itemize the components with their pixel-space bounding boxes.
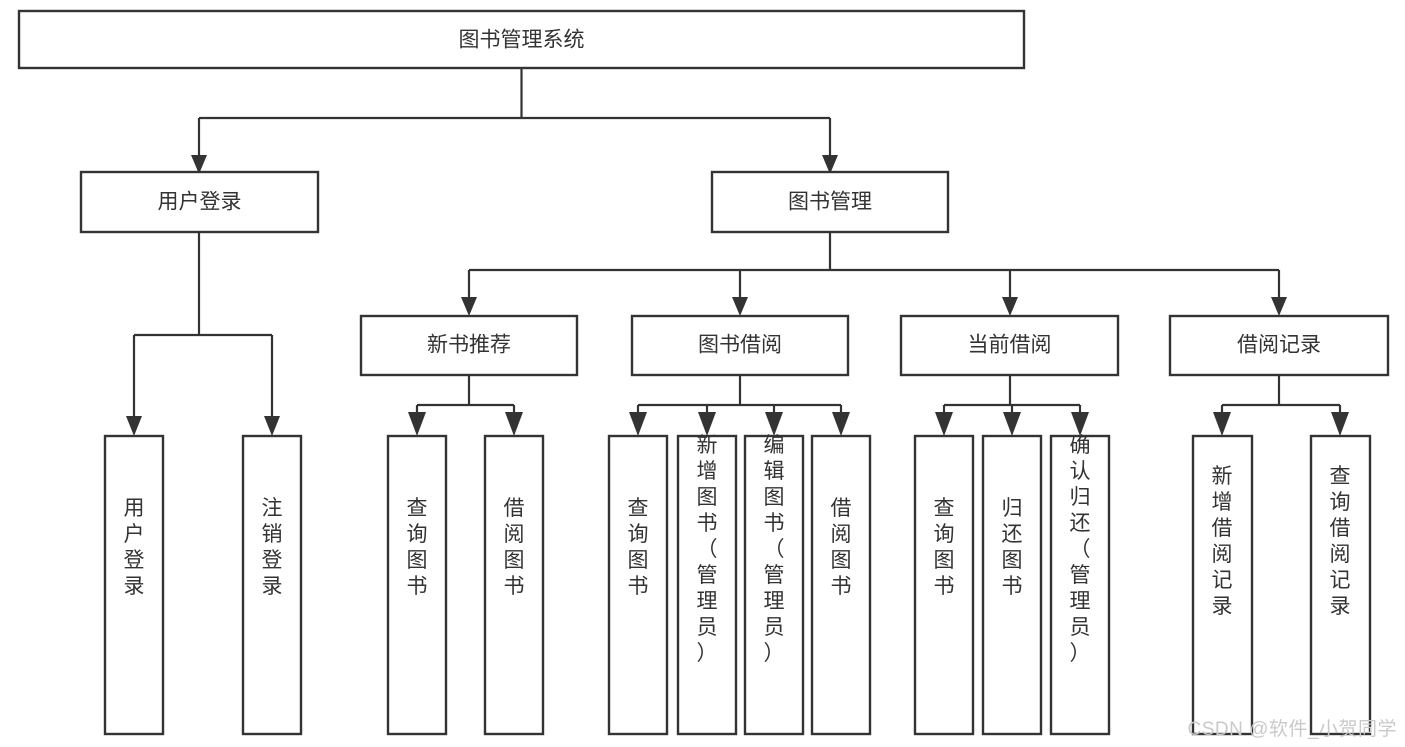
- node-leaf-edit-book[interactable]: 编辑图书（管理员）: [743, 434, 805, 736]
- arrow-head-leaf-add-record: [1213, 412, 1231, 436]
- arrow-head-leaf-return-book: [1003, 412, 1021, 436]
- node-leaf-query-book-2-box[interactable]: [607, 434, 669, 736]
- arrow-head-leaf-query-record: [1331, 412, 1349, 436]
- node-leaf-query-book-3[interactable]: 查询图书: [913, 434, 975, 736]
- node-book-manage-label: 图书管理: [788, 191, 872, 214]
- node-leaf-add-record-label: 新增借阅记录: [1212, 465, 1233, 618]
- arrow-head-book-manage: [822, 155, 838, 174]
- node-user-login-label: 用户登录: [158, 191, 242, 214]
- node-user-login[interactable]: 用户登录: [79, 170, 320, 234]
- arrow-head-leaf-borrow-book-2: [832, 412, 850, 436]
- node-leaf-logout-box[interactable]: [241, 434, 303, 736]
- node-borrow-record-box[interactable]: [1168, 314, 1390, 377]
- node-leaf-borrow-book-2[interactable]: 借阅图书: [810, 434, 872, 736]
- node-book-borrow[interactable]: 图书借阅: [630, 314, 850, 377]
- node-root-label: 图书管理系统: [459, 29, 585, 52]
- node-leaf-query-record-label: 查询借阅记录: [1330, 465, 1351, 618]
- node-leaf-query-record[interactable]: 查询借阅记录: [1309, 434, 1372, 736]
- node-new-book-rec-box[interactable]: [359, 314, 579, 377]
- node-leaf-query-book-2-label: 查询图书: [628, 497, 649, 598]
- node-book-manage[interactable]: 图书管理: [710, 170, 950, 234]
- arrow-head-leaf-edit-book: [765, 412, 783, 436]
- arrow-head-book-borrow: [732, 297, 748, 316]
- node-leaf-query-book-1-box[interactable]: [386, 434, 448, 736]
- arrow-head-leaf-user-login: [126, 416, 142, 436]
- node-leaf-return-book-label: 归还图书: [1002, 497, 1023, 598]
- node-book-borrow-box[interactable]: [630, 314, 850, 377]
- node-book-borrow-label: 图书借阅: [698, 334, 782, 357]
- node-book-manage-box[interactable]: [710, 170, 950, 234]
- node-user-login-box[interactable]: [79, 170, 320, 234]
- node-leaf-borrow-book-1-label: 借阅图书: [504, 497, 525, 598]
- node-leaf-query-book-3-label: 查询图书: [934, 497, 955, 598]
- arrow-head-leaf-logout: [264, 416, 280, 436]
- node-leaf-return-book-box[interactable]: [981, 434, 1043, 736]
- node-leaf-user-login-box[interactable]: [103, 434, 165, 736]
- arrow-head-current-borrow: [1002, 297, 1018, 316]
- node-leaf-borrow-book-2-label: 借阅图书: [831, 497, 852, 598]
- node-leaf-borrow-book-1-box[interactable]: [483, 434, 545, 736]
- node-leaf-query-record-box[interactable]: [1309, 434, 1372, 736]
- node-leaf-logout[interactable]: 注销登录: [241, 434, 303, 736]
- node-root-box[interactable]: [17, 9, 1026, 70]
- arrow-head-borrow-record: [1271, 297, 1287, 316]
- node-root[interactable]: 图书管理系统: [17, 9, 1026, 70]
- node-leaf-add-record[interactable]: 新增借阅记录: [1191, 434, 1254, 736]
- node-leaf-query-book-3-box[interactable]: [913, 434, 975, 736]
- node-leaf-borrow-book-1[interactable]: 借阅图书: [483, 434, 545, 736]
- node-leaf-query-book-2[interactable]: 查询图书: [607, 434, 669, 736]
- node-leaf-query-book-1[interactable]: 查询图书: [386, 434, 448, 736]
- node-new-book-rec[interactable]: 新书推荐: [359, 314, 579, 377]
- node-leaf-add-book-box[interactable]: [676, 434, 738, 736]
- node-leaf-query-book-1-label: 查询图书: [407, 497, 428, 598]
- arrow-head-leaf-borrow-book-1: [505, 412, 523, 436]
- node-leaf-confirm-return-label: 确认归还（管理员）: [1070, 434, 1091, 665]
- node-leaf-confirm-return[interactable]: 确认归还（管理员）: [1049, 434, 1111, 736]
- arrow-head-user-login: [191, 155, 207, 174]
- node-leaf-user-login[interactable]: 用户登录: [103, 434, 165, 736]
- node-leaf-edit-book-box[interactable]: [743, 434, 805, 736]
- arrow-head-leaf-confirm-return: [1071, 412, 1089, 436]
- node-borrow-record-label: 借阅记录: [1237, 334, 1321, 357]
- node-leaf-edit-book-label: 编辑图书（管理员）: [764, 434, 785, 665]
- node-leaf-user-login-label: 用户登录: [124, 497, 145, 598]
- node-leaf-confirm-return-box[interactable]: [1049, 434, 1111, 736]
- arrow-head-leaf-add-book: [698, 412, 716, 436]
- node-leaf-add-book[interactable]: 新增图书（管理员）: [676, 434, 738, 736]
- node-current-borrow[interactable]: 当前借阅: [899, 314, 1120, 377]
- node-leaf-return-book[interactable]: 归还图书: [981, 434, 1043, 736]
- node-borrow-record[interactable]: 借阅记录: [1168, 314, 1390, 377]
- arrow-head-leaf-query-book-1: [408, 412, 426, 436]
- node-current-borrow-label: 当前借阅: [968, 334, 1052, 357]
- node-leaf-add-record-box[interactable]: [1191, 434, 1254, 736]
- node-current-borrow-box[interactable]: [899, 314, 1120, 377]
- node-leaf-add-book-label: 新增图书（管理员）: [697, 434, 718, 665]
- arrow-head-leaf-query-book-2: [629, 412, 647, 436]
- node-leaf-logout-label: 注销登录: [262, 497, 283, 598]
- arrow-head-leaf-query-book-3: [935, 412, 953, 436]
- node-leaf-borrow-book-2-box[interactable]: [810, 434, 872, 736]
- connectors: [126, 68, 1349, 436]
- node-new-book-rec-label: 新书推荐: [427, 334, 511, 357]
- arrow-head-new-book-rec: [461, 297, 477, 316]
